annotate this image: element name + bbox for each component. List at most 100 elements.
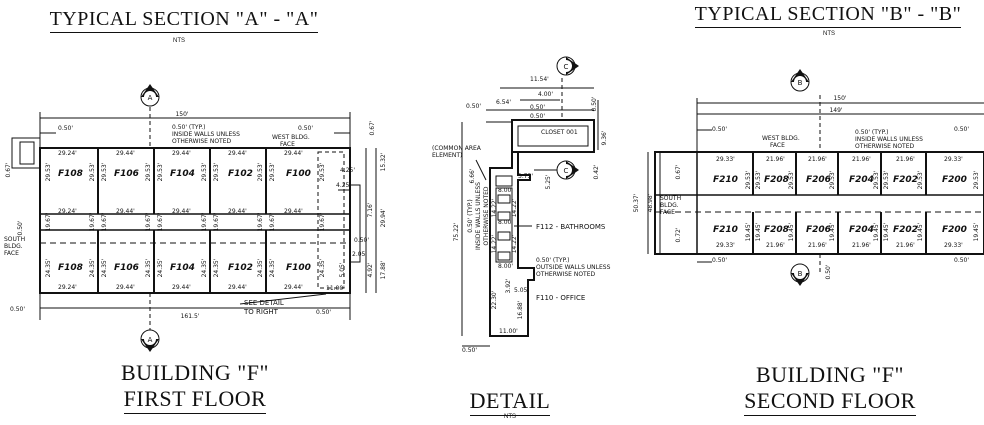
detail-inside2: OTHERWISE NOTED [483,186,490,245]
ff-w2-f: 29.44' [172,208,191,215]
ff-south3: FACE [4,250,19,257]
ff-w2-b: 29.44' [172,150,191,157]
ff-r8: 17.88' [380,260,387,279]
sf-w2-a: 21.96' [766,156,785,163]
detail-d11d: 14.22' [511,234,518,253]
second-floor-title-line1: BUILDING "F" [755,362,904,387]
ff-r1b: 4.25' [336,182,351,189]
ff-half-bottom-right: 0.50' [316,309,331,316]
sf-l2: 48.98' [647,193,654,212]
detail-common1: (COMMON AREA [432,145,482,152]
ff-r5: 2.05' [352,251,367,258]
section-a-title: TYPICAL SECTION "A" - "A" [28,8,340,33]
first-floor-west-stair [11,137,41,169]
sf-h2-e: 19.45' [873,222,880,241]
detail-d8: 5.25' [545,174,552,189]
ff-h3-f: 24.35' [201,258,208,277]
ff-h2-i: 19.67' [269,212,276,231]
detail-plan [461,78,599,347]
sf-room-top-3: F204 [849,175,874,185]
ff-h1-j: 29.53' [319,162,326,181]
sf-half-left: 0.50' [712,126,727,133]
ff-room-bottom-0: F108 [58,263,83,273]
detail-office: F110 - OFFICE [536,294,585,302]
first-floor-dim-lines [39,100,377,330]
detail-inside1: INSIDE WALLS UNLESS [475,182,482,250]
ff-h2-h: 19.67' [257,212,264,231]
ff-room-bottom-4: F100 [286,263,311,273]
ff-half-vert: 0.50' [17,220,24,235]
ff-room-top-2: F104 [170,169,195,179]
first-floor-title-line2: FIRST FLOOR [123,386,267,414]
sf-overall1: 150' [833,95,846,102]
sf-h1-e: 29.53' [873,170,880,189]
first-floor-plan [11,100,377,330]
ff-w2-h: 29.44' [284,208,303,215]
ff-h2-g: 19.67' [213,212,220,231]
ff-h2-d: 19.67' [145,212,152,231]
ff-room-top-4: F100 [286,169,311,179]
ff-south2: BLDG. [4,243,23,250]
detail-d10c: 8.00' [498,263,513,270]
marker-b-top-label: B [798,79,803,87]
ff-w2-i: 29.44' [116,284,135,291]
detail-d10b: 8.00' [498,219,513,226]
detail-d4c: 0.50' [466,103,481,110]
ff-h2-f: 19.67' [201,212,208,231]
ff-h1-f: 29.53' [201,162,208,181]
first-floor-title: BUILDING "F" FIRST FLOOR [100,360,290,414]
ff-h1-d: 29.53' [145,162,152,181]
ff-r4: 29.94' [380,208,387,227]
marker-b-bottom-label: B [798,270,803,278]
ff-h3-d: 24.35' [145,258,152,277]
ff-h1-h: 29.53' [257,162,264,181]
marker-a-bottom-label: A [148,336,153,344]
ff-w2-d: 29.44' [284,150,303,157]
ff-west2: FACE [280,141,295,148]
detail-d4b: 0.50' [530,113,545,120]
detail-d1: 11.54' [530,76,549,83]
ff-h1-i: 29.53' [269,162,276,181]
sf-half-right: 0.50' [954,126,969,133]
ff-typ: 0.50' (TYP.) [172,124,206,131]
ff-h1-g: 29.53' [213,162,220,181]
sf-w1-a: 29.33' [716,156,735,163]
ff-w2-a: 29.44' [116,150,135,157]
marker-a-bottom: A [140,329,160,352]
ff-l1: 0.67' [5,162,12,177]
detail-typ-h: 0.50' (TYP.) [536,257,570,264]
sf-room-bottom-3: F204 [849,225,874,235]
ff-room-bottom-2: F104 [170,263,195,273]
sf-room-bottom-5: F200 [942,225,967,235]
detail-bathrooms: F112 - BATHROOMS [536,223,606,231]
detail-d10a: 8.00' [498,187,513,194]
ff-w2-e: 29.44' [116,208,135,215]
sf-room-top-2: F206 [806,175,831,185]
sf-typ: 0.50' (TYP.) [855,129,889,136]
ff-h2-a: 19.67' [45,212,52,231]
ff-room-top-1: F106 [114,169,139,179]
sf-h2-a: 19.45' [745,222,752,241]
sf-half-bottom-left: 0.50' [712,257,727,264]
detail-outside1: OUTSIDE WALLS UNLESS [536,264,611,271]
ff-l1-right: 0.67' [369,120,376,135]
sf-south1: SOUTH [660,195,681,202]
sf-overall2: 149' [829,107,842,114]
ff-r7: 4.92' [367,262,374,277]
ff-h3-h: 24.35' [257,258,264,277]
sf-typ-note1: INSIDE WALLS UNLESS [855,136,923,143]
sf-h1-a: 29.53' [745,170,752,189]
detail-d16: 16.88' [517,300,524,319]
sf-h2-d: 19.45' [829,222,836,241]
ff-h1-e: 29.53' [157,162,164,181]
ff-half-left: 0.50' [58,125,73,132]
marker-a-top-label: A [148,94,153,102]
marker-a-top: A [140,84,160,107]
ff-h3-b: 24.35' [89,258,96,277]
sf-h1-h: 29.53' [973,170,980,189]
ff-overall-bottom: 161.5' [181,313,200,320]
ff-w2-j: 29.44' [172,284,191,291]
ff-room-top-3: F102 [228,169,253,179]
closet-outline [511,119,595,153]
section-a-nts: NTS [173,38,185,44]
